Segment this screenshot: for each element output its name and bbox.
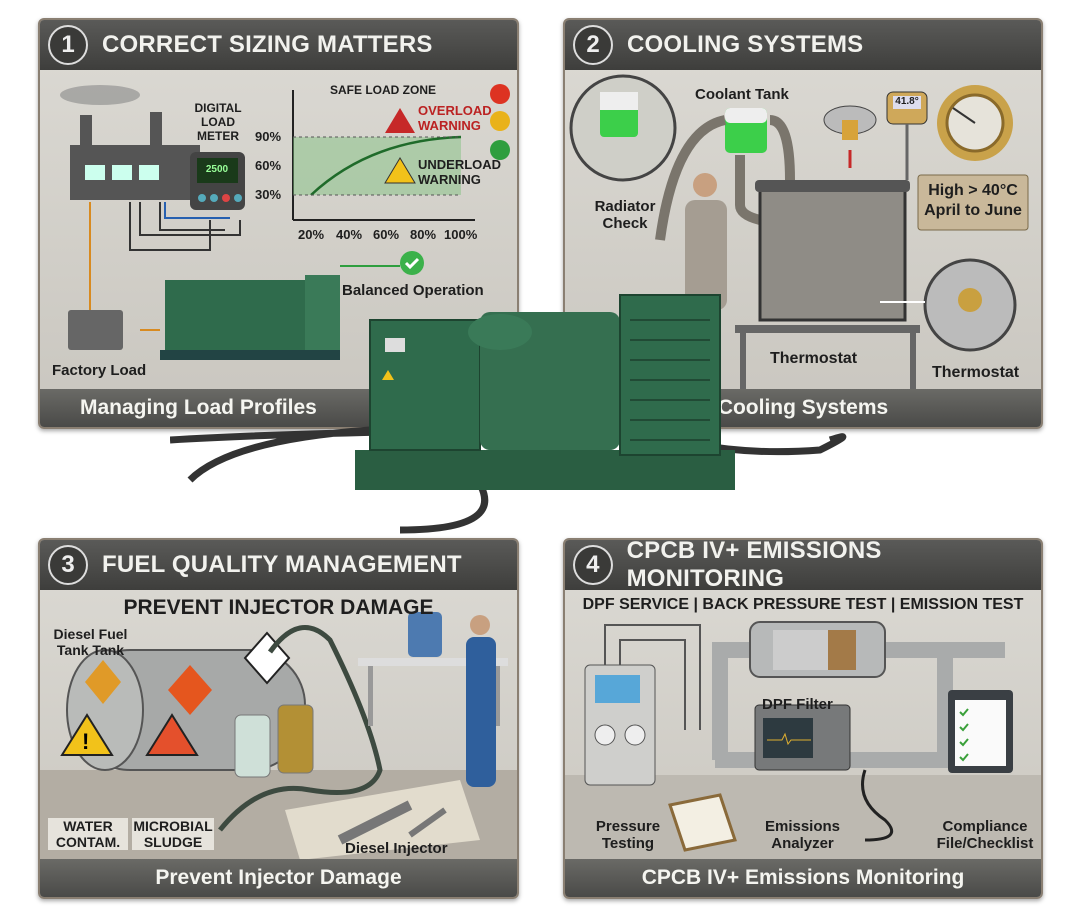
hazard-diamond-icon [85, 631, 291, 715]
meter-label: DIGITAL LOAD METER [194, 101, 242, 143]
panel-footer: Prevent Injector Damage [40, 859, 517, 897]
radiator-icon [735, 180, 920, 393]
y-tick: 90% [255, 129, 282, 144]
dpf-filter-icon [749, 621, 886, 678]
factory-load-label: Factory Load [52, 362, 147, 379]
panel-cooling-systems: 2 COOLING SYSTEMS Coolant Tank Radiator C… [563, 18, 1043, 429]
panel-correct-sizing: 1 CORRECT SIZING MATTERS DIGITAL LOAD MET… [38, 18, 519, 429]
diesel-injector-label: Diesel Injector [345, 840, 448, 857]
warning-triangle-red-icon [385, 108, 415, 133]
thermostat-label: Thermostat [770, 350, 858, 367]
thermostat-inset-label: Thermostat [932, 364, 1020, 381]
green-light-icon [490, 140, 510, 160]
panel-number: 3 [48, 545, 88, 585]
test-table [358, 658, 508, 726]
generator-icon [355, 294, 735, 490]
compliance-checklist-label: Compliance File/Checklist [936, 818, 1034, 853]
x-tick: 20% [298, 227, 325, 242]
central-generator-illustration [170, 294, 847, 534]
fuel-tester-icon [408, 612, 442, 657]
pressure-tester-icon [584, 664, 656, 786]
small-generator-icon [160, 275, 340, 360]
cables [170, 406, 847, 534]
pressure-testing-label: Pressure Testing [595, 818, 661, 853]
fuel-tank-label: Diesel Fuel Tank Tank [53, 626, 128, 659]
panel-footer: CPCB IV+ Emissions Monitoring [565, 859, 1041, 897]
panel-title: CORRECT SIZING MATTERS [102, 31, 433, 58]
check-icon [400, 251, 424, 275]
panel-number: 1 [48, 25, 88, 65]
yellow-light-icon [490, 111, 510, 131]
panel-header: 3 FUEL QUALITY MANAGEMENT [40, 540, 517, 590]
coolant-tank-label: Coolant Tank [695, 86, 789, 103]
injector-icon [337, 800, 447, 845]
load-meter-icon [190, 152, 245, 210]
water-contam-label: WATER CONTAM. [48, 818, 128, 851]
fuel-subtitle: PREVENT INJECTOR DAMAGE [123, 596, 434, 619]
panel-header: 2 COOLING SYSTEMS [565, 20, 1041, 70]
x-tick: 100% [444, 227, 478, 242]
factory-icon [60, 85, 200, 200]
underload-warning-label: UNDERLOAD WARNING [418, 157, 502, 187]
radiator-check-inset [569, 74, 677, 182]
x-tick: 80% [410, 227, 437, 242]
svg-text:!: ! [82, 729, 89, 754]
balanced-operation-label: Balanced Operation [342, 282, 484, 299]
panel-title: COOLING SYSTEMS [627, 31, 864, 58]
thermometer-icon [886, 91, 928, 180]
y-tick: 30% [255, 187, 282, 202]
sample-jars-icon [234, 704, 314, 778]
biohazard-warning-icon [145, 713, 199, 756]
emissions-analyzer-icon [754, 704, 851, 771]
temperature-threshold-label: High > 40°C [928, 182, 1018, 199]
panel-number: 2 [573, 25, 613, 65]
panel-title: CPCB IV+ EMISSIONS MONITORING [626, 538, 882, 592]
sun-gauge-icon [937, 85, 1013, 161]
panel-header: 4 CPCB IV+ EMISSIONS MONITORING [565, 538, 1041, 592]
season-label: April to June [924, 202, 1022, 219]
coolant-tank-icon [725, 108, 767, 153]
clipboard-icon [668, 793, 737, 852]
load-chart [292, 90, 475, 221]
emissions-subtitle: DPF SERVICE | BACK PRESSURE TEST | EMISS… [582, 596, 1024, 613]
panel-emissions-monitoring: 4 CPCB IV+ EMISSIONS MONITORING DPF SERVI… [563, 538, 1043, 899]
panel-title: FUEL QUALITY MANAGEMENT [102, 551, 462, 578]
meter-display: 2500 [205, 164, 229, 175]
sizing-illustration [60, 84, 510, 360]
panel-header: 1 CORRECT SIZING MATTERS [40, 20, 517, 70]
thermostat-valve-icon [823, 105, 877, 168]
radiator-check-label: Radiator Check [594, 198, 656, 233]
red-light-icon [490, 84, 510, 104]
dpf-filter-label: DPF Filter [762, 696, 833, 713]
temperature-sign [917, 174, 1029, 231]
thermostat-inset [923, 258, 1017, 352]
checklist-icon [948, 690, 1013, 773]
water-warning-icon: ! [60, 713, 114, 756]
microbial-sludge-label: MICROBIAL SLUDGE [132, 818, 214, 851]
technician-figure [466, 615, 496, 787]
technician-figure [685, 173, 727, 310]
x-tick: 40% [336, 227, 363, 242]
x-tick: 60% [373, 227, 400, 242]
emissions-analyzer-label: Emissions Analyzer [764, 818, 841, 853]
panel-fuel-quality: 3 FUEL QUALITY MANAGEMENT ! PREVENT INJEC… [38, 538, 519, 899]
y-tick: 60% [255, 158, 282, 173]
warning-triangle-yellow-icon [384, 157, 416, 184]
overload-warning-label: OVERLOAD WARNING [418, 103, 492, 133]
panel-number: 4 [573, 545, 613, 585]
thermometer-reading: 41.8° [895, 96, 919, 107]
cooling-illustration [569, 74, 1029, 393]
safe-load-zone-label: SAFE LOAD ZONE [330, 83, 437, 97]
factory-load-icon [68, 310, 123, 350]
